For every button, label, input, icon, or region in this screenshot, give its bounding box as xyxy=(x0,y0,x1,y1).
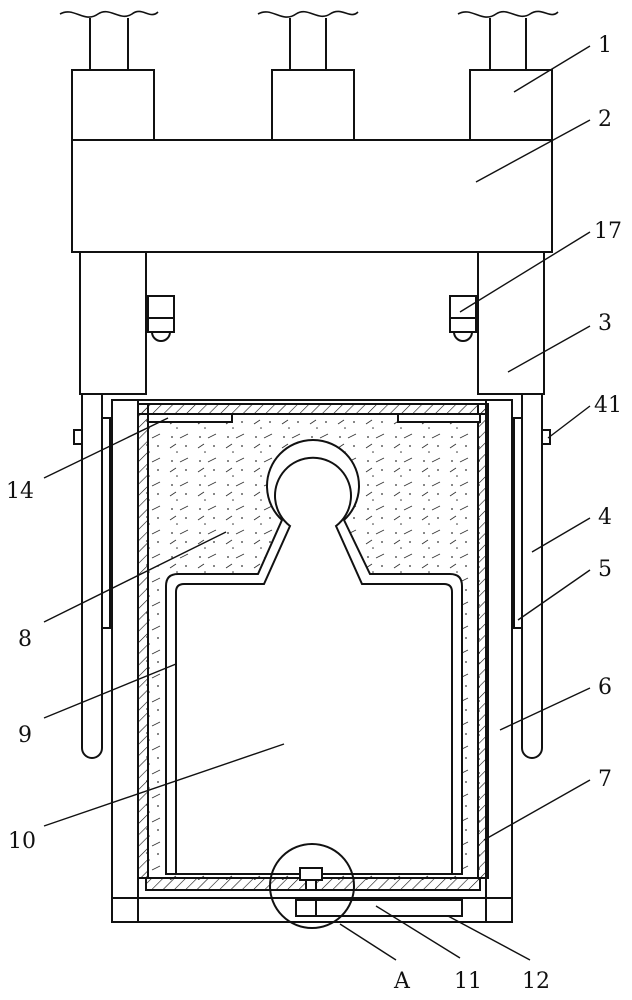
base-plate xyxy=(295,899,463,917)
slider-right xyxy=(513,417,523,629)
top-tab-left xyxy=(147,413,233,423)
cylinder-right xyxy=(469,69,553,141)
cavity-inner xyxy=(175,456,453,874)
liner-walls xyxy=(137,403,489,879)
cylinder-left xyxy=(71,69,155,141)
label-41: 41 xyxy=(594,393,622,418)
label-4: 4 xyxy=(598,505,612,530)
label-a: A xyxy=(393,969,411,994)
sensor-left xyxy=(147,295,175,342)
top-tab-right xyxy=(397,413,481,423)
label-12: 12 xyxy=(522,969,550,994)
label-10: 10 xyxy=(8,829,36,854)
knob-left xyxy=(73,429,83,445)
switch-stem xyxy=(305,879,317,891)
leader-lines xyxy=(43,45,591,961)
guide-arm-left xyxy=(81,394,103,759)
label-14: 14 xyxy=(6,479,34,504)
label-9: 9 xyxy=(18,723,32,748)
cavity-outer xyxy=(165,439,463,875)
label-17: 17 xyxy=(594,219,622,244)
label-2: 2 xyxy=(598,107,612,132)
detail-circle-a xyxy=(269,843,355,929)
guide-arm-right xyxy=(521,394,543,759)
rod-middle xyxy=(257,10,359,70)
label-8: 8 xyxy=(18,627,32,652)
label-6: 6 xyxy=(598,675,612,700)
rod-left xyxy=(59,10,159,70)
sensor-right xyxy=(449,295,477,342)
slider-left xyxy=(101,417,111,629)
label-5: 5 xyxy=(598,557,612,582)
label-7: 7 xyxy=(598,767,612,792)
side-block-right xyxy=(477,251,545,395)
bottom-switch xyxy=(299,867,323,881)
cylinder-middle xyxy=(271,69,355,141)
rod-right xyxy=(457,10,559,70)
label-11: 11 xyxy=(454,969,482,994)
top-plate xyxy=(71,139,553,253)
label-1: 1 xyxy=(598,33,612,58)
label-3: 3 xyxy=(598,311,612,336)
side-block-left xyxy=(79,251,147,395)
